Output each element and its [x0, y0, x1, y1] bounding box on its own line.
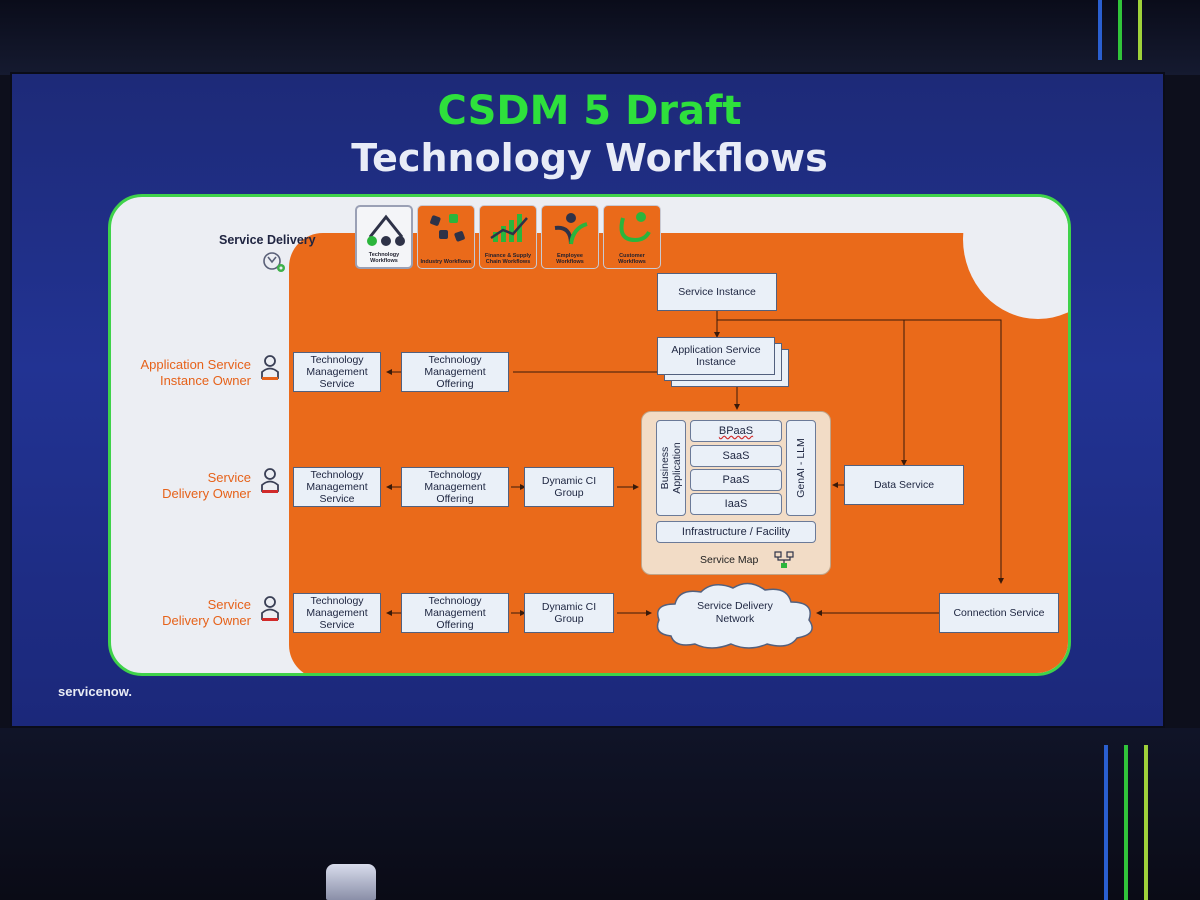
person-icon: [261, 355, 279, 380]
saas-layer[interactable]: SaaS: [690, 445, 782, 467]
technology-management-service-box[interactable]: Technology Management Service: [293, 593, 381, 633]
person-icon: [261, 468, 279, 493]
technology-workflows-icon: [367, 214, 405, 246]
service-delivery-gear-icon: [263, 252, 285, 272]
tile-label: Customer Workflows: [618, 253, 646, 265]
genai-llm-label: GenAI - LLM: [795, 438, 807, 498]
tile-label: Finance & Supply Chain Workflows: [484, 253, 532, 265]
decor-stripe: [1118, 0, 1122, 60]
technology-management-offering-box[interactable]: Technology Management Offering: [401, 593, 509, 633]
tile-employee-workflows[interactable]: Employee Workflows: [541, 205, 599, 269]
service-map-icon: [774, 551, 794, 568]
data-service-box[interactable]: Data Service: [844, 465, 964, 505]
technology-management-service-box[interactable]: Technology Management Service: [293, 352, 381, 392]
role-line1: Service: [207, 597, 251, 612]
water-bottle-cap: [326, 864, 376, 900]
tile-label: Technology Workflows: [368, 252, 400, 264]
role-line2: Instance Owner: [159, 373, 251, 388]
role-line2: Delivery Owner: [162, 613, 251, 628]
tile-industry-workflows[interactable]: Industry Workflows: [417, 205, 475, 269]
role-service-delivery-owner: Service Delivery Owner: [117, 470, 251, 502]
genai-llm-box[interactable]: GenAI - LLM: [786, 420, 816, 516]
decor-stripe: [1124, 745, 1128, 900]
service-map-container: Business Application BPaaS SaaS PaaS Iaa…: [641, 411, 831, 575]
slide-title-line2: Technology Workflows: [351, 136, 828, 180]
tile-technology-workflows[interactable]: Technology Workflows: [355, 205, 413, 269]
technology-management-service-box[interactable]: Technology Management Service: [293, 467, 381, 507]
role-line1: Service: [207, 470, 251, 485]
infrastructure-facility-layer[interactable]: Infrastructure / Facility: [656, 521, 816, 543]
service-delivery-network-cloud[interactable]: Service Delivery Network: [649, 580, 821, 650]
industry-workflows-icon: [430, 214, 465, 242]
role-application-service-instance-owner: Application Service Instance Owner: [117, 357, 251, 389]
business-application-box[interactable]: Business Application: [656, 420, 686, 516]
diagram-panel: Service Delivery Technology Workflows In…: [108, 194, 1071, 676]
projection-screen: CSDM 5 Draft Technology Workflows Servic…: [10, 72, 1165, 728]
business-application-label: Business Application: [659, 442, 683, 494]
technology-management-offering-box[interactable]: Technology Management Offering: [401, 467, 509, 507]
role-service-delivery-owner: Service Delivery Owner: [117, 597, 251, 629]
tile-finance-supply-chain-workflows[interactable]: Finance & Supply Chain Workflows: [479, 205, 537, 269]
service-delivery-label: Service Delivery: [219, 233, 316, 247]
service-instance-box[interactable]: Service Instance: [657, 273, 777, 311]
slide-title-line1: CSDM 5 Draft: [437, 88, 742, 134]
bpaas-label: BPaaS: [718, 425, 754, 437]
customer-workflows-icon: [619, 212, 651, 243]
servicenow-logo: servicenow.: [58, 684, 132, 699]
technology-management-offering-box[interactable]: Technology Management Offering: [401, 352, 509, 392]
connector-arrows: [386, 311, 1004, 616]
employee-workflows-icon: [554, 213, 588, 245]
finance-supply-chain-icon: [490, 214, 528, 242]
cloud-shape: [656, 582, 813, 649]
decor-stripe: [1144, 745, 1148, 900]
iaas-layer[interactable]: IaaS: [690, 493, 782, 515]
connection-service-box[interactable]: Connection Service: [939, 593, 1059, 633]
bpaas-layer[interactable]: BPaaS: [690, 420, 782, 442]
application-service-instance-box[interactable]: Application Service Instance: [657, 337, 775, 375]
tile-customer-workflows[interactable]: Customer Workflows: [603, 205, 661, 269]
role-line1: Application Service: [140, 357, 251, 372]
paas-layer[interactable]: PaaS: [690, 469, 782, 491]
decor-stripe: [1138, 0, 1142, 60]
service-delivery-network-label: Service Delivery Network: [697, 600, 773, 625]
role-line2: Delivery Owner: [162, 486, 251, 501]
tile-label: Industry Workflows: [420, 259, 472, 265]
decor-stripe: [1098, 0, 1102, 60]
decor-stripe: [1104, 745, 1108, 900]
tile-label: Employee Workflows: [556, 253, 584, 265]
room-background-top: [0, 0, 1200, 75]
dynamic-ci-group-box[interactable]: Dynamic CI Group: [524, 593, 614, 633]
service-map-label: Service Map: [700, 554, 759, 566]
room-background-bottom: [0, 728, 1200, 900]
dynamic-ci-group-box[interactable]: Dynamic CI Group: [524, 467, 614, 507]
person-icon: [261, 596, 279, 621]
